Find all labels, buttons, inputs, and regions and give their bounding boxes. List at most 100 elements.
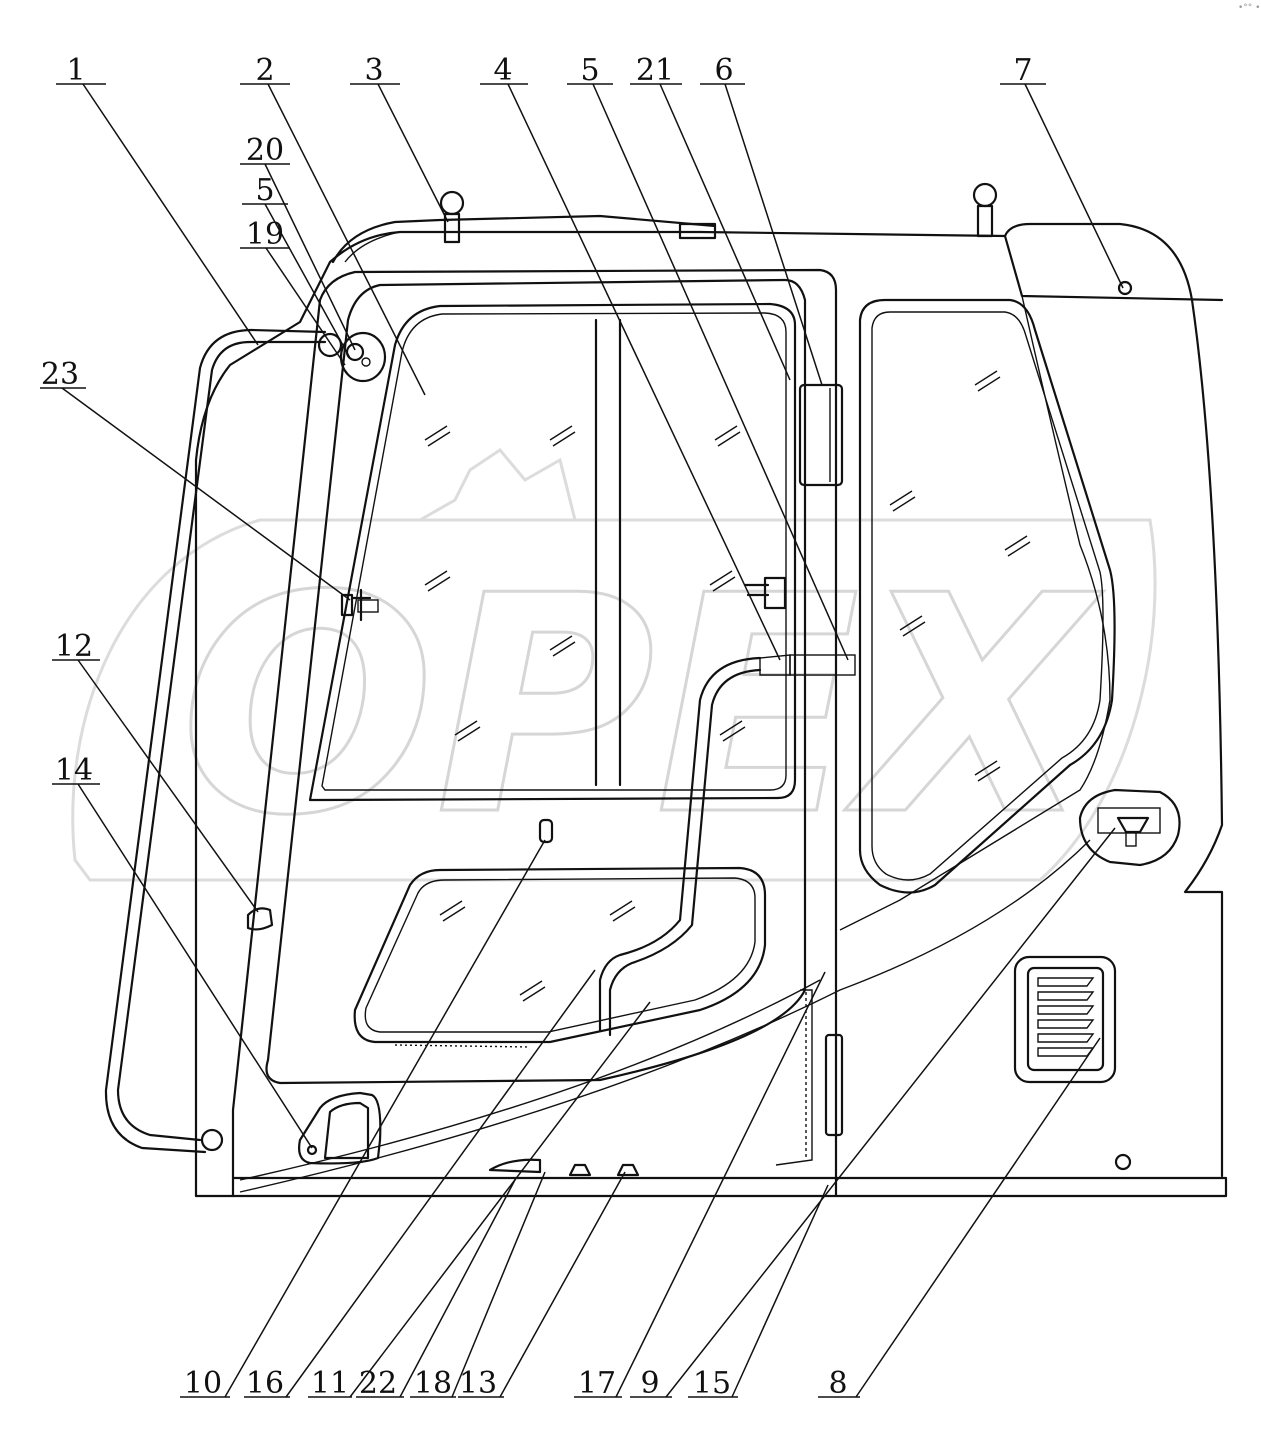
callout-leader-line: [507, 83, 781, 661]
callout-number: 3: [364, 53, 383, 88]
callout-2: 2: [240, 53, 426, 396]
door-lock-knob: [538, 818, 554, 844]
callout-20: 20: [240, 133, 356, 351]
callout-number: 15: [693, 1366, 731, 1401]
callout-number: 12: [55, 629, 93, 664]
callout-leader-line: [77, 783, 313, 1149]
callout-number: 22: [359, 1366, 397, 1401]
callout-number: 23: [41, 357, 79, 392]
callout-number: 2: [255, 53, 274, 88]
callout-6: 6: [700, 53, 823, 386]
callout-9: 9: [630, 827, 1116, 1401]
cab-door: [231, 268, 844, 1180]
grab-handrail-door: [598, 654, 856, 1037]
callout-number: 20: [246, 133, 284, 168]
door-handle: [298, 1091, 382, 1165]
callout-number: 19: [246, 217, 284, 252]
callout-13: 13: [458, 1171, 626, 1401]
door-step-bumpers: [488, 1158, 640, 1177]
rear-cover-bolt-upper: [1117, 280, 1133, 296]
callout-number: 1: [66, 53, 85, 88]
callout-number: 5: [580, 53, 599, 88]
lifting-eye-front: [439, 190, 465, 244]
callout-number: 6: [714, 53, 733, 88]
air-vent-grille: [1013, 955, 1117, 1084]
callout-leader-line: [615, 971, 826, 1398]
window-latch-right: [743, 576, 787, 610]
side-window: [858, 298, 1116, 894]
callout-number: 8: [828, 1366, 847, 1401]
callout-leader-line: [731, 1184, 829, 1398]
callout-10: 10: [180, 839, 546, 1401]
callout-15: 15: [688, 1184, 829, 1401]
callout-3: 3: [350, 53, 449, 223]
callout-21: 21: [630, 53, 791, 381]
callout-leader-line: [399, 1177, 517, 1398]
callout-leader-line: [659, 83, 791, 381]
callout-18: 18: [410, 1171, 546, 1401]
wiper-arm: [678, 222, 717, 240]
callout-number: 4: [493, 53, 512, 88]
callout-14: 14: [52, 753, 313, 1149]
door-striker: [246, 907, 274, 931]
callout-number: 14: [55, 753, 93, 788]
glass-hatch-marks: [424, 370, 1031, 1002]
callout-17: 17: [574, 971, 826, 1401]
grab-handrail-left: [104, 328, 343, 1154]
window-latch-left: [340, 588, 379, 622]
side-lamp: [1078, 788, 1181, 867]
callout-number: 16: [246, 1366, 284, 1401]
callout-number: 10: [184, 1366, 222, 1401]
callout-number: 18: [414, 1366, 452, 1401]
callout-23: 23: [40, 357, 351, 601]
callout-leader-line: [349, 1001, 651, 1398]
callout-5: 5: [567, 53, 849, 661]
callout-leader-line: [82, 83, 259, 346]
callout-leader-line: [264, 163, 356, 351]
door-hinge-lower: [824, 1033, 844, 1137]
callout-1: 1: [56, 53, 259, 346]
callout-leader-line: [451, 1171, 546, 1398]
callout-leader-line: [377, 83, 449, 223]
lifting-eye-rear: [972, 182, 998, 238]
callout-11: 11: [308, 1001, 651, 1401]
door-seal-strip: [775, 989, 813, 1166]
corner-mark: •°° •••: [1238, 3, 1261, 13]
callout-leader-line: [267, 83, 426, 396]
callout-number: 5: [255, 173, 274, 208]
callout-4: 4: [480, 53, 781, 661]
callout-19: 19: [240, 217, 346, 366]
callout-22: 22: [356, 1177, 517, 1401]
rear-cover-bolt-lower: [1114, 1153, 1132, 1171]
door-stop-bracket: [339, 331, 387, 383]
callout-leader-line: [285, 969, 596, 1398]
callout-leader-line: [499, 1171, 626, 1398]
callout-leader-line: [665, 827, 1116, 1398]
door-upper-window: [308, 302, 797, 802]
callout-number: 11: [311, 1366, 349, 1401]
watermark-text: OPEX: [180, 532, 1104, 881]
callout-leader-line: [724, 83, 823, 386]
callout-number: 7: [1013, 53, 1032, 88]
callout-8: 8: [818, 1037, 1101, 1401]
callout-16: 16: [244, 969, 596, 1401]
watermark-logo: OPEX: [71, 448, 1157, 883]
callout-number: 21: [636, 53, 674, 88]
callout-leader-line: [1024, 83, 1124, 289]
callout-5: 5: [242, 173, 351, 359]
door-hinge-upper: [798, 383, 844, 487]
callout-number: 17: [578, 1366, 616, 1401]
callout-leader-line: [61, 387, 351, 601]
door-lower-window: [353, 866, 767, 1048]
callout-number: 9: [640, 1366, 659, 1401]
callout-number: 13: [459, 1366, 497, 1401]
callout-leader-line: [77, 659, 259, 913]
callout-leader-line: [592, 83, 849, 661]
callout-leader-line: [224, 839, 546, 1398]
callout-7: 7: [1000, 53, 1124, 289]
callout-12: 12: [52, 629, 259, 913]
callout-leader-line: [855, 1037, 1101, 1398]
